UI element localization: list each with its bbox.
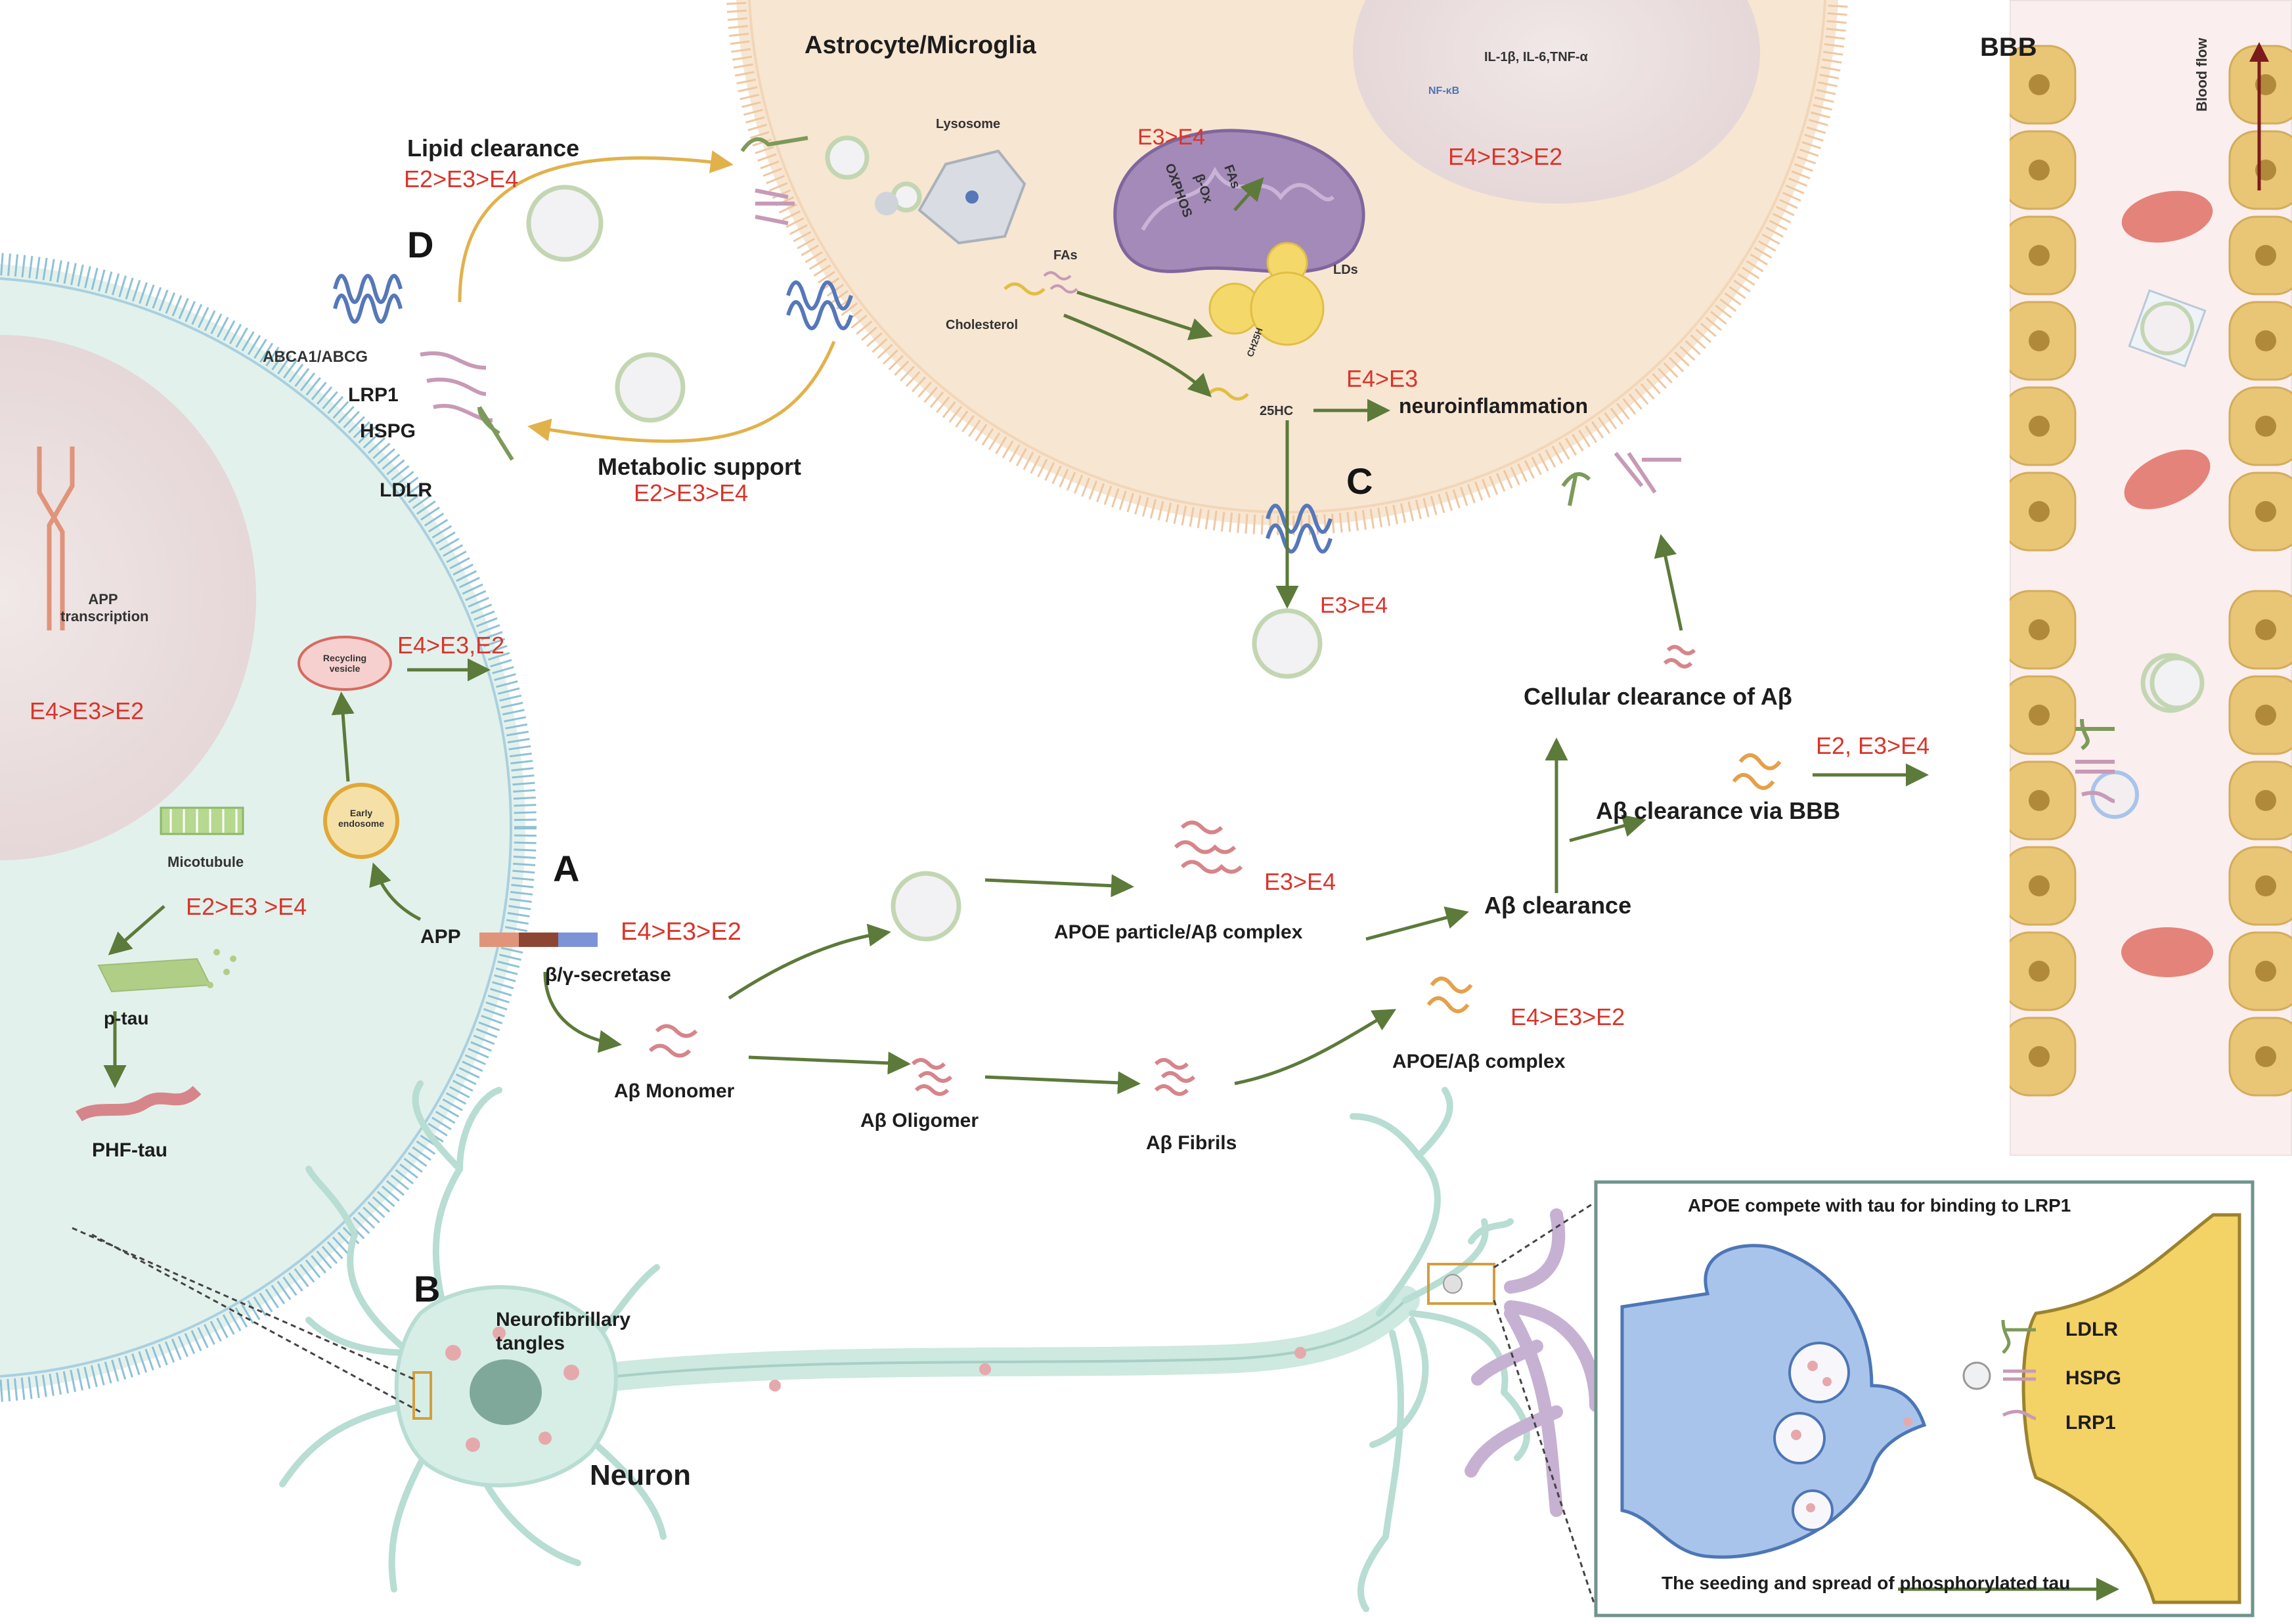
neuron-label: Neuron (590, 1459, 691, 1491)
secretion-rank: E3>E4 (1320, 593, 1388, 618)
bbb-panel (2010, 0, 2292, 1156)
cholesterol-label: Cholesterol (946, 318, 1019, 332)
ptau-label: p-tau (104, 1008, 149, 1028)
apoe-particle-complex-label: APOE particle/Aβ complex (1054, 921, 1303, 943)
inset-ldlr-label: LDLR (2065, 1319, 2118, 1340)
bbb-title: BBB (1980, 33, 2037, 62)
nfkb-rank: E4>E3>E2 (1448, 143, 1563, 170)
apoe-complex-label: APOE/Aβ complex (1392, 1051, 1566, 1072)
endothelial-nucleus (2029, 501, 2050, 522)
app-label: APP (420, 926, 461, 948)
metabolic-support-label: Metabolic support (598, 453, 802, 480)
lysosome (875, 149, 1026, 245)
endothelial-nucleus (2255, 245, 2276, 266)
lysosome-label: Lysosome (936, 117, 1001, 131)
app-transcription-rank: E4>E3>E2 (30, 697, 144, 724)
inset-title: APOE compete with tau for binding to LRP… (1688, 1195, 2071, 1216)
apoe-complex-rank: E4>E3>E2 (1510, 1003, 1625, 1030)
endothelial-nucleus (2029, 705, 2050, 726)
endothelial-nucleus (2255, 875, 2276, 896)
panel-label-d: D (407, 224, 434, 265)
neurofibrillary-tangles-label: Neurofibrillary tangles (496, 1309, 631, 1354)
neuron-nucleus (0, 335, 256, 860)
endothelial-nucleus (2255, 961, 2276, 982)
membrane-receptors (333, 274, 514, 461)
cellular-clearance-label: Cellular clearance of Aβ (1524, 683, 1792, 710)
metabolic-support-rank: E2>E3>E4 (634, 479, 749, 506)
endothelial-nucleus (2029, 416, 2050, 437)
endothelial-nucleus (2255, 790, 2276, 811)
inflam-rank: E4>E3 (1346, 365, 1419, 392)
endothelial-nucleus (2029, 74, 2050, 95)
abeta-aggregates (648, 645, 1696, 1096)
red-blood-cell (2121, 190, 2213, 243)
mito-rank: E3>E4 (1137, 125, 1206, 150)
neuroinflammation-label: neuroinflammation (1399, 394, 1589, 418)
abca-label: ABCA1/ABCG (263, 348, 368, 366)
abeta-monomer-label: Aβ Monomer (614, 1080, 735, 1102)
panel-label-a: A (553, 848, 580, 889)
ldlr-label: LDLR (380, 479, 432, 501)
neuron-illustration (279, 1080, 1602, 1612)
bbb-clearance-label: Aβ clearance via BBB (1596, 797, 1841, 824)
inset-hspg-label: HSPG (2065, 1367, 2122, 1389)
lipid-droplets (1208, 242, 1325, 346)
phf-tau-label: PHF-tau (92, 1139, 167, 1161)
neuron-cell-body (0, 253, 537, 1402)
endothelial-nucleus (2029, 961, 2050, 982)
endothelial-nucleus (2255, 330, 2276, 351)
synapse-inset (1594, 1180, 2255, 1617)
recycling-rank: E4>E3,E2 (397, 632, 505, 659)
lipid-cycle (458, 150, 836, 443)
microtubule-label: Micotubule (167, 854, 244, 870)
hspg-label: HSPG (360, 420, 416, 442)
endothelial-nucleus (2029, 875, 2050, 896)
abeta-oligomer-label: Aβ Oligomer (860, 1110, 979, 1131)
endothelial-nucleus (2029, 790, 2050, 811)
fas-label: FAs (1053, 248, 1078, 263)
lrp1-label: LRP1 (348, 384, 399, 406)
lipid-clearance-rank: E2>E3>E4 (404, 165, 519, 192)
bbb-clearance-rank: E2, E3>E4 (1816, 732, 1930, 759)
endothelial-nucleus (2029, 1046, 2050, 1067)
inset-lrp1-label: LRP1 (2065, 1412, 2116, 1434)
particle-complex-rank: E3>E4 (1264, 868, 1336, 895)
endothelial-nucleus (2255, 619, 2276, 640)
glia-nucleus (1353, 0, 1760, 204)
zoom-guides (72, 1200, 1597, 1610)
endothelial-nucleus (2029, 160, 2050, 181)
abeta-fibrils-label: Aβ Fibrils (1146, 1132, 1237, 1154)
cytokines-label: IL-1β, IL-6,TNF-α (1484, 50, 1588, 64)
early-endosome-label: Early endosome (338, 808, 384, 829)
endothelial-nucleus (2255, 416, 2276, 437)
nfkb-label: NF-κB (1428, 85, 1460, 97)
panel-label-c: C (1346, 460, 1373, 502)
recycling-vesicle-label: Recycling vesicle (322, 653, 367, 674)
red-blood-cell (2121, 927, 2213, 977)
abeta-clearance-label: Aβ clearance (1484, 892, 1632, 919)
endothelial-nucleus (2255, 501, 2276, 522)
app-cleavage-rank: E4>E3>E2 (621, 918, 741, 946)
endothelial-nucleus (2255, 1046, 2276, 1067)
endothelial-nucleus (2029, 245, 2050, 266)
blood-flow-label: Blood flow (2193, 37, 2210, 112)
inset-caption: The seeding and spread of phosphorylated… (1662, 1573, 2071, 1593)
app-pathway (37, 447, 598, 1122)
red-blood-cell (2124, 449, 2211, 510)
endothelial-nucleus (2029, 619, 2050, 640)
microtubule-rank: E2>E3 >E4 (186, 893, 307, 920)
hc25-label: 25HC (1260, 404, 1294, 418)
secretase-label: β/γ-secretase (545, 964, 671, 986)
lipid-clearance-label: Lipid clearance (407, 135, 580, 162)
neuron-soma-nucleus (470, 1359, 542, 1425)
lds-label: LDs (1333, 263, 1358, 277)
panel-label-b: B (414, 1268, 441, 1309)
endothelial-nucleus (2255, 705, 2276, 726)
app-transcription-label: APP transcription (60, 591, 149, 625)
astrocyte-title: Astrocyte/Microglia (804, 32, 1036, 59)
endothelial-nucleus (2029, 330, 2050, 351)
